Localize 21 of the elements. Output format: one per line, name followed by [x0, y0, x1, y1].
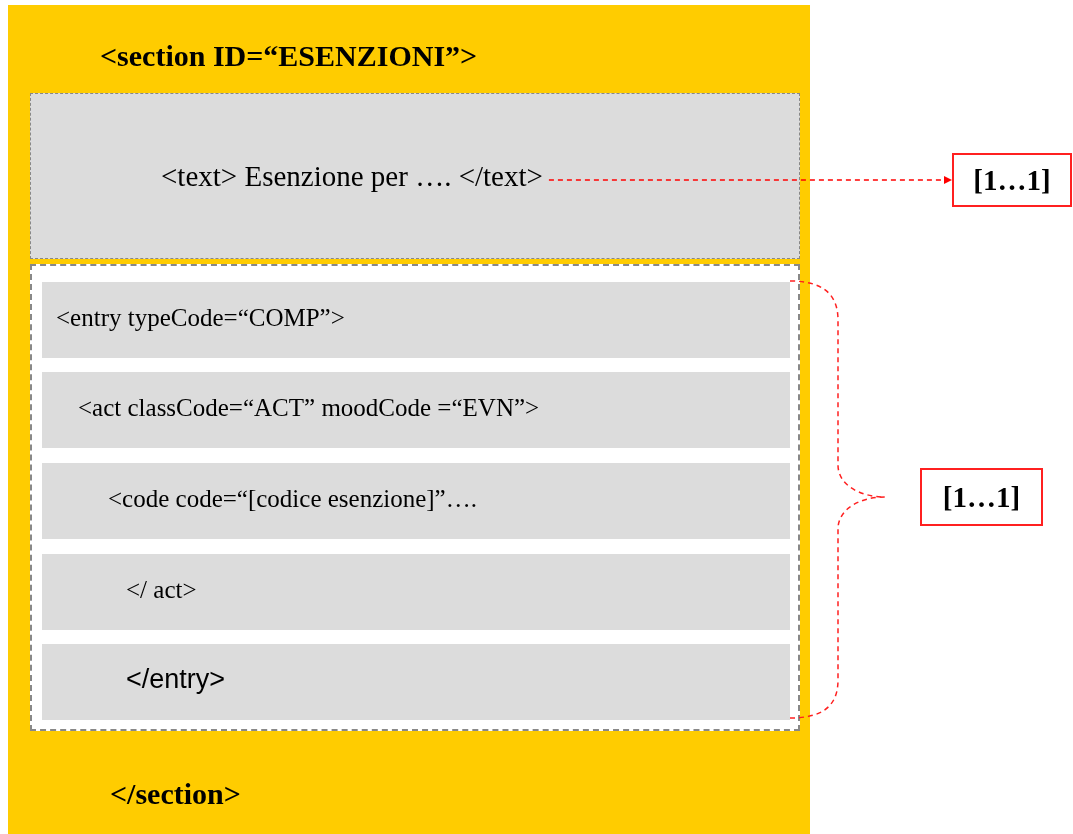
- tag-label: </ act>: [126, 576, 197, 604]
- tag-label: </entry>: [126, 664, 226, 695]
- element-row: [42, 463, 790, 539]
- entry-group-box: [30, 264, 800, 731]
- tag-label: <act classCode=“ACT” moodCode =“EVN”>: [78, 394, 540, 422]
- element-row: [42, 372, 790, 448]
- tag-label: </section>: [110, 777, 241, 811]
- section-panel: [8, 5, 810, 834]
- tag-label: <section ID=“ESENZIONI”>: [100, 39, 478, 73]
- tag-label: <entry typeCode=“COMP”>: [56, 304, 345, 332]
- cardinality-label: [1…1]: [972, 163, 1052, 197]
- element-row: [42, 554, 790, 630]
- tag-label: <text> Esenzione per …. </text>: [161, 160, 543, 193]
- tag-label: <code code=“[codice esenzione]”….: [108, 485, 477, 513]
- cardinality-label: [1…1]: [941, 480, 1022, 514]
- element-row: [42, 644, 790, 720]
- arrow: [548, 176, 953, 184]
- element-row: [42, 282, 790, 358]
- cardinality-box: [920, 468, 1043, 526]
- cardinality-box: [952, 153, 1072, 207]
- text-element-box: [30, 93, 800, 259]
